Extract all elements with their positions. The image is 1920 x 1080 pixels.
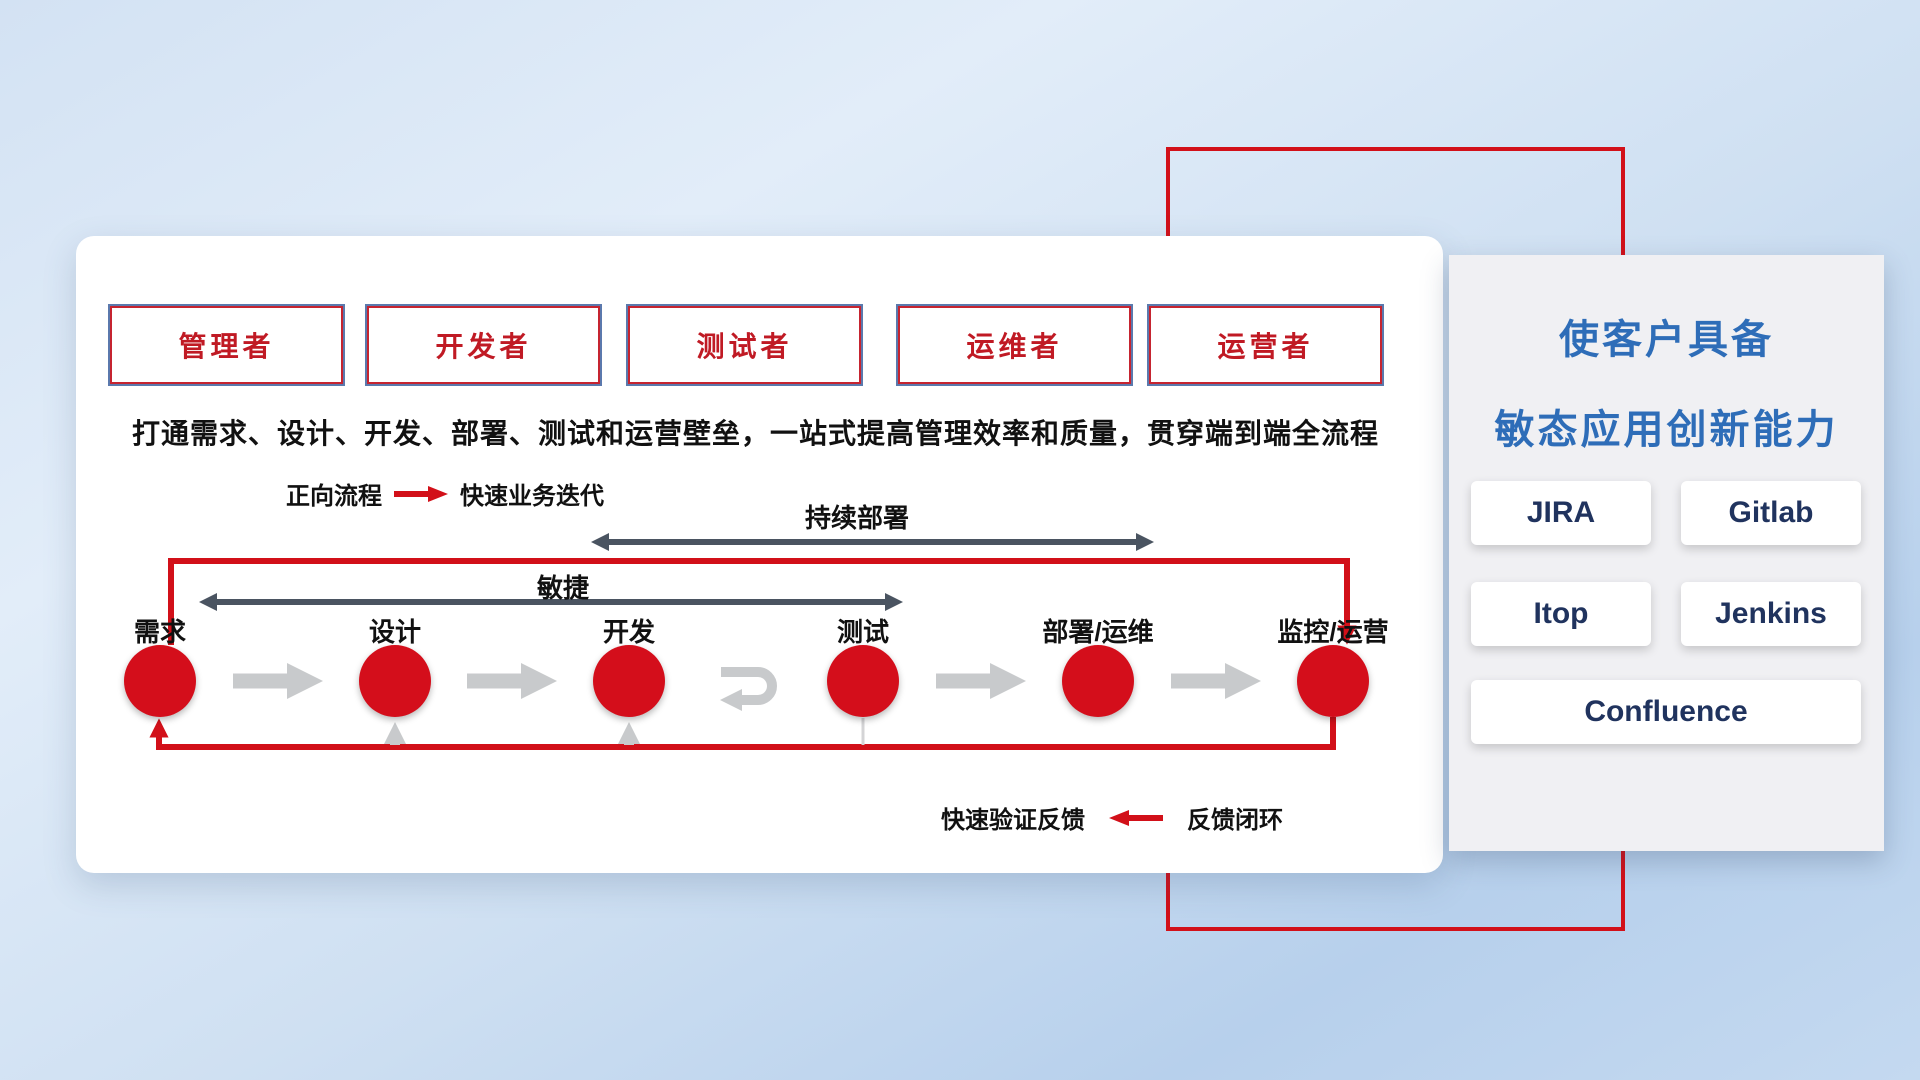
tool-chip-itop: Itop <box>1471 582 1651 646</box>
legend-forward: 正向流程 快速业务迭代 <box>286 476 604 511</box>
legend-feedback-desc: 反馈闭环 <box>1187 807 1283 834</box>
tool-chip-jenkins: Jenkins <box>1681 582 1861 646</box>
role-label: 开发者 <box>435 331 532 362</box>
role-box-manager: 管理者 <box>110 306 343 384</box>
legend-forward-desc: 快速业务迭代 <box>460 483 604 510</box>
stage-label-requirements: 需求 <box>133 617 186 647</box>
role-box-operator: 运营者 <box>1149 306 1382 384</box>
stage-label-monitor-op: 监控/运营 <box>1277 617 1389 647</box>
stage-node-monitor-op <box>1297 645 1369 717</box>
role-label: 运维者 <box>966 331 1063 362</box>
legend-forward-label: 正向流程 <box>286 483 382 510</box>
tool-label: Gitlab <box>1728 496 1814 529</box>
forward-arrow-icon <box>394 485 448 502</box>
tool-chip-jira: JIRA <box>1471 481 1651 545</box>
role-label: 测试者 <box>696 331 793 362</box>
legend-feedback-label: 快速验证反馈 <box>941 807 1085 834</box>
stage-node-develop <box>593 645 665 717</box>
capability-panel: 使客户具备 敏态应用创新能力 JIRA Gitlab Itop Jenkins … <box>1449 255 1884 851</box>
stage-label-test: 测试 <box>836 617 889 647</box>
agile-label: 敏捷 <box>536 573 589 603</box>
tool-label: Confluence <box>1584 695 1748 728</box>
iterate-arrow-icon <box>719 667 777 712</box>
stage-node-requirements <box>124 645 196 717</box>
panel-title-line2: 敏态应用创新能力 <box>1494 408 1839 452</box>
stage-label-deploy-ops: 部署/运维 <box>1042 617 1154 647</box>
role-box-developer: 开发者 <box>367 306 600 384</box>
tool-label: JIRA <box>1526 496 1596 529</box>
role-label: 管理者 <box>178 331 275 362</box>
stage-node-design <box>359 645 431 717</box>
feedback-arrow-icon <box>1109 809 1163 826</box>
role-box-tester: 测试者 <box>628 306 861 384</box>
tool-chip-confluence: Confluence <box>1471 680 1861 744</box>
feedback-loop-line <box>149 717 1336 750</box>
stage-node-test <box>827 645 899 717</box>
stage-label-develop: 开发 <box>602 617 655 647</box>
stage-label-design: 设计 <box>368 617 421 647</box>
panel-title-line1: 使客户具备 <box>1559 318 1774 362</box>
tool-label: Itop <box>1533 597 1589 630</box>
continuous-deploy-label: 持续部署 <box>804 503 909 533</box>
role-label: 运营者 <box>1217 331 1314 362</box>
tool-chip-gitlab: Gitlab <box>1681 481 1861 545</box>
stage-node-deploy-ops <box>1062 645 1134 717</box>
role-box-ops: 运维者 <box>898 306 1131 384</box>
banner-text: 打通需求、设计、开发、部署、测试和运营壁垒，一站式提高管理效率和质量，贯穿端到端… <box>132 418 1380 449</box>
legend-feedback: 快速验证反馈 反馈闭环 <box>941 800 1283 835</box>
tool-label: Jenkins <box>1715 597 1827 630</box>
devops-process-card: 管理者 开发者 测试者 运维者 运营者 打通需求、设计、开发、部署、测试和运营壁… <box>76 236 1443 873</box>
